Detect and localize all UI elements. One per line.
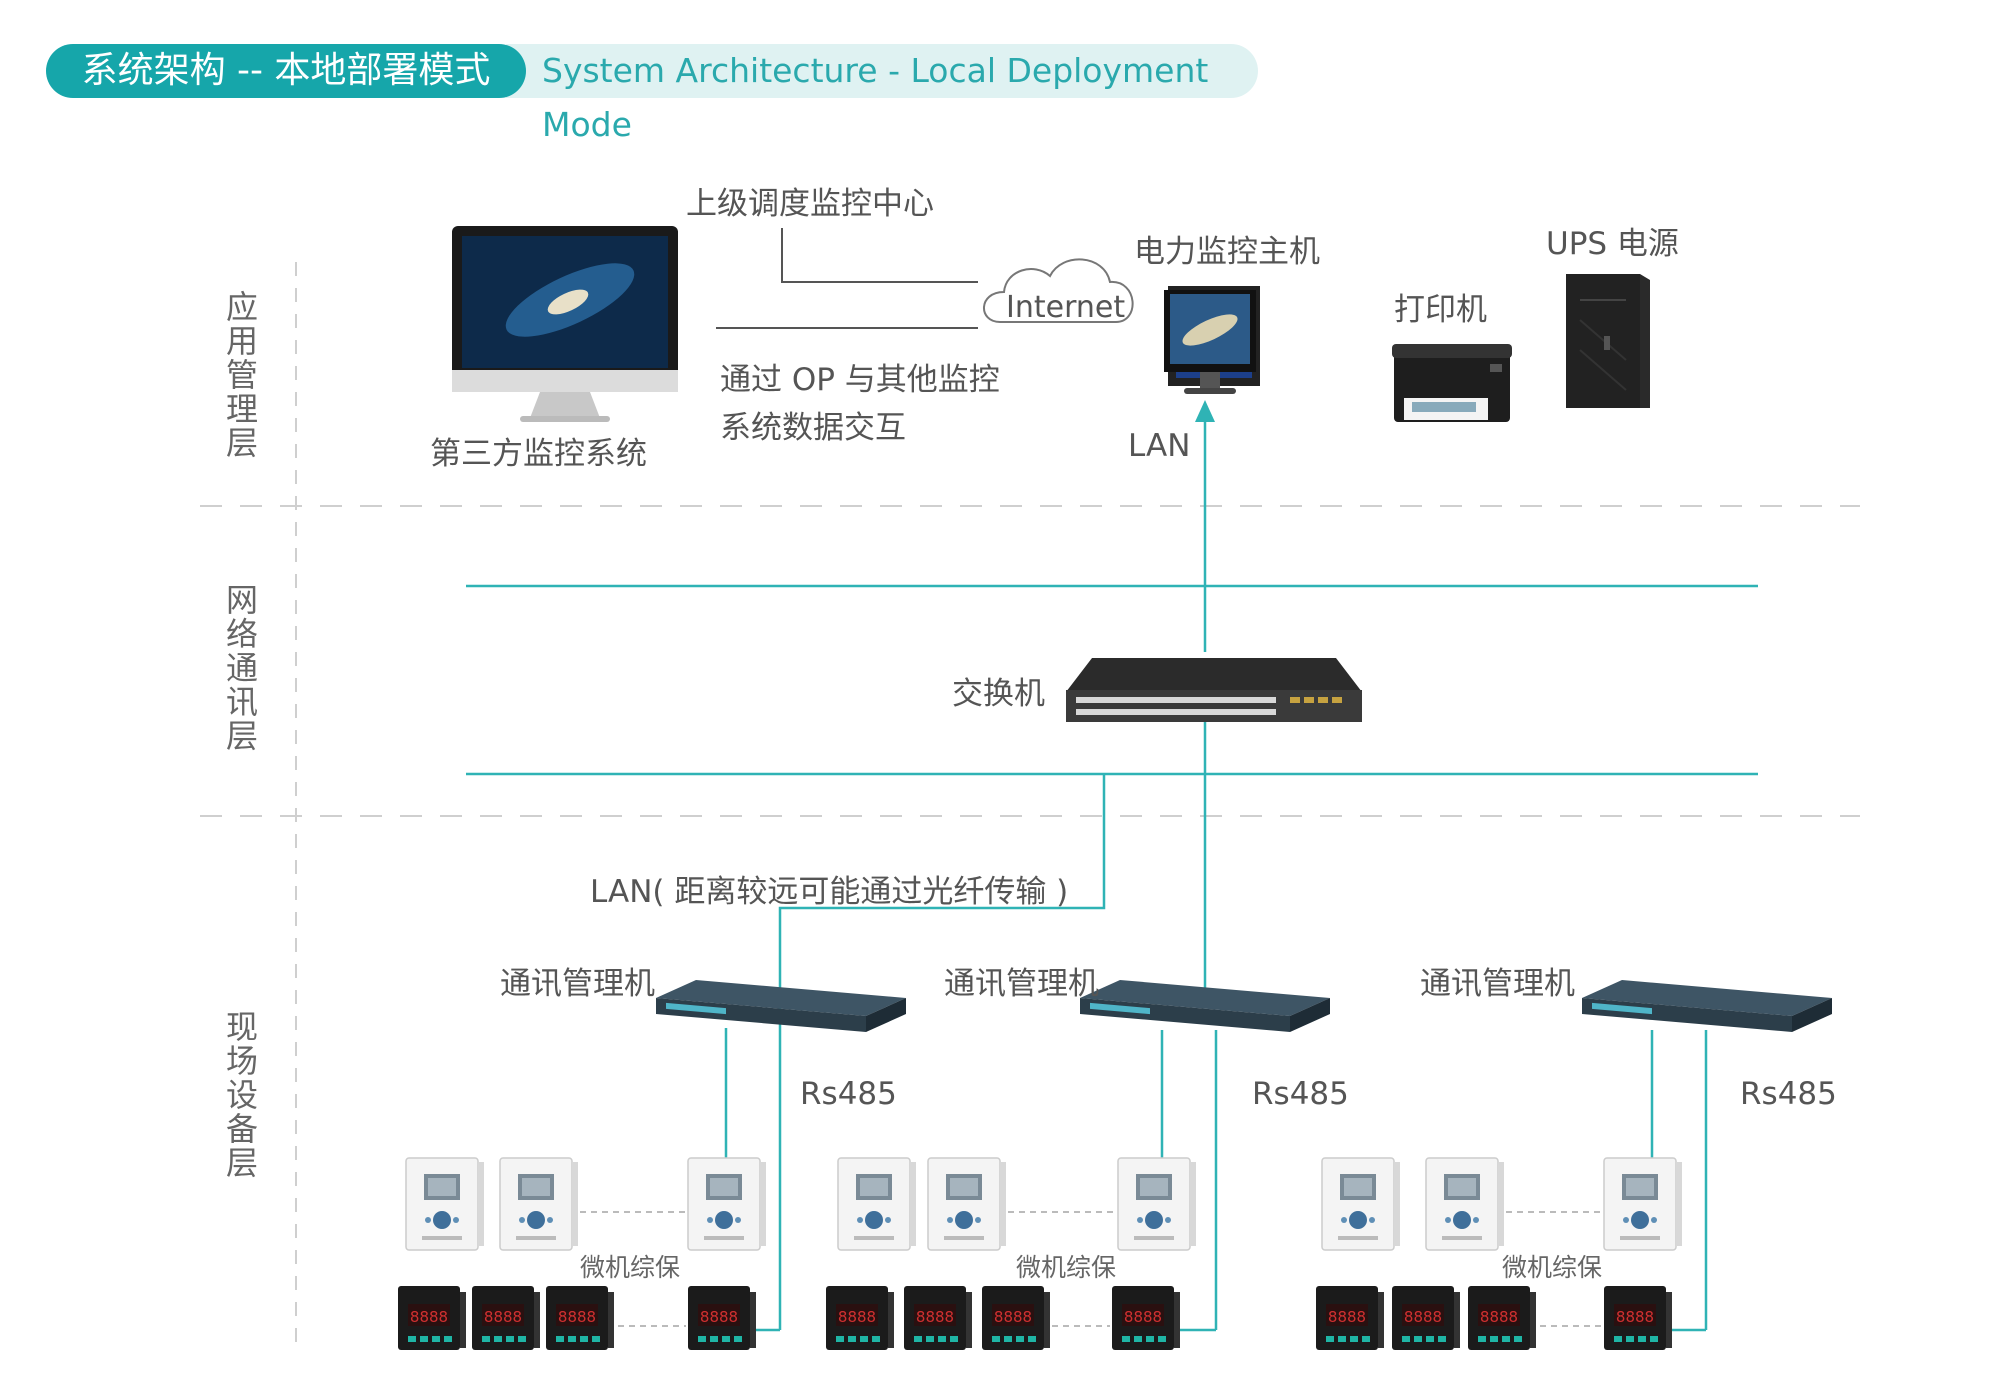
relay-group-2-label: 微机综保 (1016, 1253, 1117, 1282)
meter-3c-icon (1468, 1286, 1536, 1350)
meter-2b-icon (904, 1286, 972, 1350)
relay-group-1-label: 微机综保 (580, 1253, 681, 1282)
comm-manager-3-label: 通讯管理机 (1420, 966, 1575, 1002)
ups-icon (1566, 274, 1650, 408)
meter-1c-icon (546, 1286, 614, 1350)
rs485-label-2: Rs485 (1252, 1076, 1349, 1112)
relay-3c-icon (1603, 1157, 1683, 1251)
printer-icon (1392, 344, 1512, 422)
relay-3a-icon (1321, 1157, 1401, 1251)
layer-label-application: 应用管理层 (225, 288, 258, 462)
meter-2a-icon (826, 1286, 894, 1350)
meter-2d-icon (1112, 1286, 1180, 1350)
third-party-monitor-icon (452, 226, 678, 422)
lan-arrow-head (1195, 400, 1215, 422)
internet-label: Internet (1006, 290, 1126, 325)
meter-1a-icon (398, 1286, 466, 1350)
lan-fiber-label: LAN( 距离较远可能通过光纤传输 ) (590, 874, 1069, 910)
relay-1b-icon (499, 1157, 579, 1251)
layer-label-field: 现场设备层 (225, 1008, 258, 1182)
rs485-label-3: Rs485 (1740, 1076, 1837, 1112)
comm-manager-1-label: 通讯管理机 (500, 966, 655, 1002)
meter-3a-icon (1316, 1286, 1384, 1350)
monitoring-host-icon (1164, 286, 1260, 394)
relay-group-3-label: 微机综保 (1502, 1253, 1603, 1282)
printer-label: 打印机 (1394, 292, 1487, 328)
field-group-2 (826, 980, 1330, 1350)
relay-2a-icon (837, 1157, 917, 1251)
superior-center-line (781, 228, 978, 283)
op-exchange-label-2: 系统数据交互 (720, 410, 906, 446)
relay-1a-icon (405, 1157, 485, 1251)
superior-center-label: 上级调度监控中心 (686, 186, 934, 222)
lan-label: LAN (1128, 428, 1191, 464)
monitoring-host-label: 电力监控主机 (1134, 234, 1320, 270)
comm-manager-3-icon (1582, 980, 1832, 1032)
rs485-label-1: Rs485 (800, 1076, 897, 1112)
comm-manager-2-icon (1080, 980, 1330, 1032)
relay-3b-icon (1425, 1157, 1505, 1251)
meter-1b-icon (472, 1286, 540, 1350)
meter-2c-icon (982, 1286, 1050, 1350)
third-party-label: 第三方监控系统 (430, 436, 647, 472)
comm-manager-1-icon (656, 980, 906, 1032)
lan-fiber-path (778, 774, 1106, 990)
title-english: System Architecture - Local Deployment M… (506, 44, 1258, 144)
meter-1d-icon (688, 1286, 756, 1350)
internet-cloud-icon (983, 258, 1134, 323)
title-chinese: 系统架构 -- 本地部署模式 (46, 44, 526, 98)
meter-3b-icon (1392, 1286, 1460, 1350)
relay-2b-icon (927, 1157, 1007, 1251)
switch-label: 交换机 (952, 676, 1045, 712)
field-group-1 (398, 980, 906, 1350)
layer-label-network: 网络通讯层 (225, 581, 258, 755)
op-exchange-label-1: 通过 OP 与其他监控 (720, 362, 1000, 398)
ups-label: UPS 电源 (1546, 226, 1679, 262)
relay-2c-icon (1117, 1157, 1197, 1251)
field-group-3 (1316, 980, 1832, 1350)
comm-manager-2-label: 通讯管理机 (944, 966, 1099, 1002)
meter-3d-icon (1604, 1286, 1672, 1350)
relay-1c-icon (687, 1157, 767, 1251)
network-switch-icon (1066, 658, 1362, 722)
